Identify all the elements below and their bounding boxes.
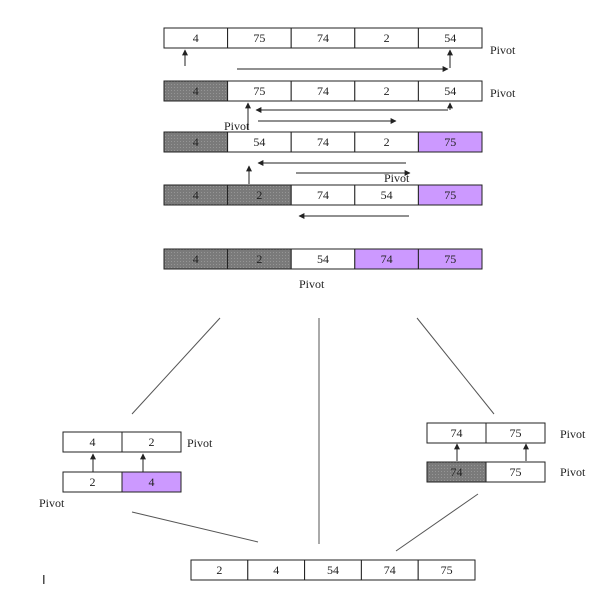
array-cell-value: 54 — [381, 188, 393, 202]
right-sub-arrows — [454, 443, 529, 461]
array-cell-value: 74 — [451, 465, 463, 479]
array-cell-value: 75 — [444, 135, 456, 149]
array-step3: 4 54 74 2 75 — [163, 131, 483, 153]
split-lines — [131, 317, 495, 552]
array-cell-value: 4 — [273, 563, 279, 577]
array-cell-value: 4 — [149, 475, 155, 489]
array-cell-value: 2 — [384, 84, 390, 98]
array-cell-value: 4 — [193, 135, 199, 149]
array-step4: 4 2 74 54 75 — [163, 184, 483, 206]
array-cell-value: 4 — [90, 435, 96, 449]
cursor-mark: I — [42, 572, 46, 587]
pivot-labels: Pivot Pivot Pivot Pivot Pivot Pivot Pivo… — [39, 43, 586, 587]
array-cell-value: 74 — [451, 426, 463, 440]
array-cell-value: 74 — [317, 135, 329, 149]
array-cell — [417, 184, 483, 206]
merge-line-right — [395, 493, 479, 552]
array-cell-value: 54 — [444, 31, 456, 45]
array-cell-value: 75 — [441, 563, 453, 577]
array-cell-value: 75 — [253, 84, 265, 98]
array-cell — [417, 27, 483, 49]
array-step2: 4 75 74 2 54 — [163, 80, 483, 102]
right-top-pivot-label: Pivot — [560, 427, 586, 441]
array-cell-value: 4 — [193, 188, 199, 202]
array-cell-value: 74 — [317, 84, 329, 98]
array-cell-value: 4 — [193, 252, 199, 266]
left-top-pivot-label: Pivot — [187, 436, 213, 450]
array-cell — [417, 559, 476, 581]
array-cell-value: 2 — [256, 252, 262, 266]
step2-pivot-label: Pivot — [490, 86, 516, 100]
array-cell-value: 74 — [381, 252, 393, 266]
merge-line-left — [131, 511, 259, 543]
array-cell — [417, 131, 483, 153]
split-line-right — [416, 317, 495, 415]
array-cell-value: 2 — [216, 563, 222, 577]
left-bottom-pivot-label: Pivot — [39, 496, 65, 510]
split-line-left — [131, 317, 221, 415]
array-cell — [121, 471, 182, 493]
array-cell — [485, 461, 546, 483]
array-cell-value: 2 — [256, 188, 262, 202]
array-cell-value: 54 — [444, 84, 456, 98]
left-sub-arrows — [90, 453, 146, 472]
step1-pivot-label: Pivot — [490, 43, 516, 57]
array-final: 2 4 54 74 75 — [190, 559, 476, 581]
step2-arrows — [245, 102, 453, 130]
array-cell — [417, 248, 483, 270]
step1-arrows — [182, 49, 453, 72]
array-cell-value: 74 — [317, 188, 329, 202]
step3-pivot-label: Pivot — [224, 119, 250, 133]
array-step5: 4 2 54 74 75 — [163, 248, 483, 270]
array-cell-value: 2 — [384, 31, 390, 45]
array-cell-value: 75 — [253, 31, 265, 45]
step3-arrows — [246, 160, 411, 184]
array-cell-value: 74 — [317, 31, 329, 45]
array-cell-value: 75 — [510, 465, 522, 479]
array-cell — [417, 80, 483, 102]
array-cell-value: 4 — [193, 84, 199, 98]
step4-pivot-label: Pivot — [384, 171, 410, 185]
array-step1: 4 75 74 2 54 — [163, 27, 483, 49]
array-right-top: 74 75 — [426, 422, 546, 444]
array-cell — [485, 422, 546, 444]
right-bottom-pivot-label: Pivot — [560, 465, 586, 479]
array-cell-value: 75 — [444, 188, 456, 202]
array-cell-value: 54 — [327, 563, 339, 577]
array-cell-value: 75 — [510, 426, 522, 440]
array-cell-value: 2 — [90, 475, 96, 489]
array-cell-value: 54 — [253, 135, 265, 149]
array-cell-value: 74 — [384, 563, 396, 577]
array-cell-value: 54 — [317, 252, 329, 266]
array-cell-value: 4 — [193, 31, 199, 45]
step5-pivot-label: Pivot — [299, 277, 325, 291]
array-cell — [121, 431, 182, 453]
array-cell-value: 2 — [149, 435, 155, 449]
array-cell-value: 2 — [384, 135, 390, 149]
array-cell-value: 75 — [444, 252, 456, 266]
array-right-bottom: 74 75 — [426, 461, 546, 483]
